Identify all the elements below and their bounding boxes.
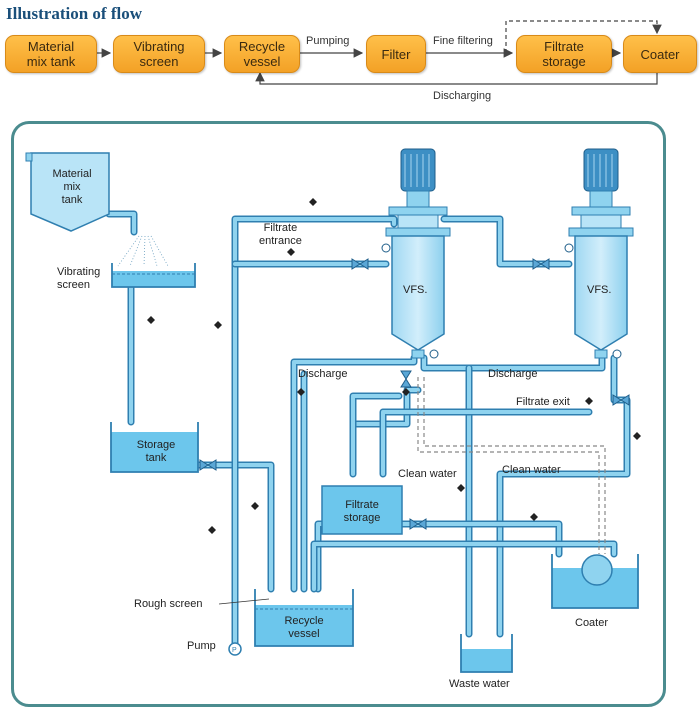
label-vfs-2: VFS. xyxy=(587,284,612,296)
pipe-clean-2 xyxy=(349,392,403,478)
pipe-discharge-1-return-fill xyxy=(292,356,416,591)
clean-water-dashed-lines xyxy=(417,377,606,554)
pipe-top-crossover xyxy=(440,215,573,268)
spray-mist xyxy=(117,235,169,267)
pipe-mix-outlet xyxy=(105,210,138,236)
flow-box-coater: Coater xyxy=(623,35,697,73)
waste-water-tank xyxy=(460,634,513,673)
label-storage-tank: Storage tank xyxy=(136,439,176,464)
filtrate-storage-tank xyxy=(321,485,403,535)
flow-box-material-mix-tank: Material mix tank xyxy=(5,35,97,73)
pipe-top-crossover-fill xyxy=(442,217,571,266)
flow-box-filter: Filter xyxy=(366,35,426,73)
label-rough-screen: Rough screen xyxy=(134,598,203,610)
label-discharge-2: Discharge xyxy=(488,368,538,380)
pipe-mix-outlet-fill xyxy=(107,212,136,234)
pipe-recycle-bottom-fill xyxy=(312,542,616,591)
flow-box-vibrating-screen: Vibrating screen xyxy=(113,35,205,73)
label-discharging: Discharging xyxy=(433,90,492,102)
process-diagram: P xyxy=(25,148,641,673)
pipe-storage-to-recycle-fill xyxy=(196,463,273,591)
vfs-filter-2 xyxy=(568,148,634,359)
flow-direction-arrows xyxy=(147,198,641,534)
vfs-filter-1 xyxy=(385,148,451,359)
pump-icon xyxy=(228,642,242,656)
vibrating-screen-water xyxy=(112,271,195,287)
label-coater: Coater xyxy=(575,617,609,629)
label-material-mix-tank: Material mix tank xyxy=(52,168,92,206)
flow-box-recycle-vessel: Recycle vessel xyxy=(224,35,300,73)
label-filtrate-exit: Filtrate exit xyxy=(516,396,570,408)
storage-tank-water xyxy=(111,432,198,472)
pipe-filtrate-exit-fill xyxy=(498,356,629,636)
label-recycle-vessel: Recycle vessel xyxy=(284,615,324,640)
svg-text:P: P xyxy=(232,647,237,654)
label-clean-water-2: Clean water xyxy=(502,464,561,476)
pipe-clean-2-fill xyxy=(351,394,401,476)
pipe-pump-riser-fill xyxy=(233,217,396,645)
label-fine-filtering: Fine filtering xyxy=(433,35,493,47)
waste-water-water xyxy=(461,649,512,672)
flow-box-filtrate-storage: Filtrate storage xyxy=(516,35,612,73)
label-clean-water-1: Clean water xyxy=(398,468,457,480)
label-waste-water: Waste water xyxy=(449,678,510,690)
arrow-dashed-bypass xyxy=(505,20,662,53)
recycle-vessel-water xyxy=(255,605,353,646)
pipe-filtrate-storage-in-fill xyxy=(316,522,324,591)
rough-screen-pointer xyxy=(218,598,270,605)
pressure-gauge-icons xyxy=(381,243,622,359)
label-filtrate-storage: Filtrate storage xyxy=(343,499,381,524)
label-filtrate-entrance: Filtrate entrance xyxy=(259,222,302,247)
valve-icons xyxy=(199,258,630,530)
vibrating-screen-tray xyxy=(111,263,196,288)
mix-tank-nozzle xyxy=(25,152,33,162)
storage-tank xyxy=(110,422,199,473)
material-mix-tank xyxy=(30,152,110,232)
process-diagram-panel: P xyxy=(11,121,666,707)
flow-arrows xyxy=(96,20,662,85)
label-vfs-1: VFS. xyxy=(403,284,428,296)
arrow-discharging xyxy=(255,71,658,85)
label-pumping: Pumping xyxy=(306,35,350,47)
coater-roller xyxy=(581,554,613,586)
label-vibrating-screen: Vibrating screen xyxy=(57,266,101,291)
label-discharge-1: Discharge xyxy=(298,368,348,380)
pipe-clean-1-fill xyxy=(381,410,591,476)
page-title: Illustration of flow xyxy=(6,4,142,23)
pipe-discharge-branch-fill xyxy=(422,356,604,370)
coater-tank xyxy=(551,554,639,609)
label-pump: Pump xyxy=(187,640,216,652)
recycle-vessel xyxy=(254,589,354,647)
